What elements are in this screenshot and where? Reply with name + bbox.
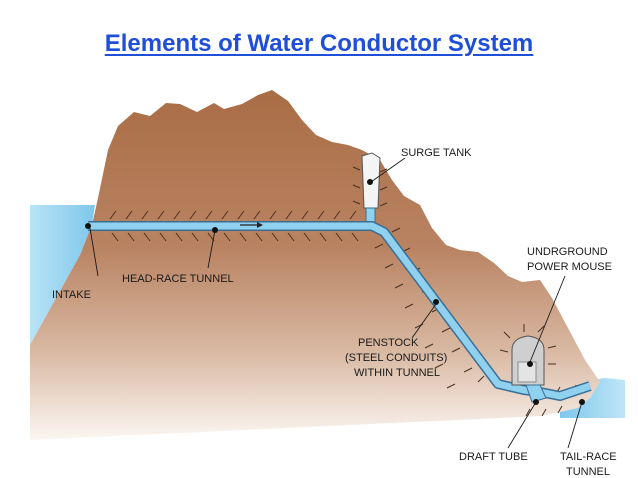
label-penstock-3: WITHIN TUNNEL xyxy=(354,367,440,379)
label-power-house-1: UNDRGROUND xyxy=(527,246,608,258)
page-title: Elements of Water Conductor System xyxy=(104,30,534,57)
label-intake: INTAKE xyxy=(52,289,91,301)
tunnel-water xyxy=(88,222,592,400)
label-penstock-1: PENSTOCK xyxy=(358,337,419,349)
label-surge-tank: SURGE TANK xyxy=(401,147,472,159)
reservoir-water xyxy=(30,205,95,345)
power-house-inner xyxy=(517,361,537,383)
draft-tube xyxy=(525,384,547,403)
label-penstock-2: (STEEL CONDUITS) xyxy=(345,352,447,364)
flow-arrow-icon xyxy=(240,222,263,228)
label-draft-tube: DRAFT TUBE xyxy=(459,451,528,463)
label-tail-race-1: TAIL-RACE xyxy=(560,451,617,463)
marker-dots xyxy=(85,179,585,405)
leader-lines xyxy=(89,157,583,449)
label-tail-race-2: TUNNEL xyxy=(566,466,610,478)
label-power-house-2: POWER MOUSE xyxy=(527,261,612,273)
rock-hatching xyxy=(109,166,577,417)
mountain xyxy=(30,90,600,440)
label-head-race-tunnel: HEAD-RACE TUNNEL xyxy=(122,273,234,285)
